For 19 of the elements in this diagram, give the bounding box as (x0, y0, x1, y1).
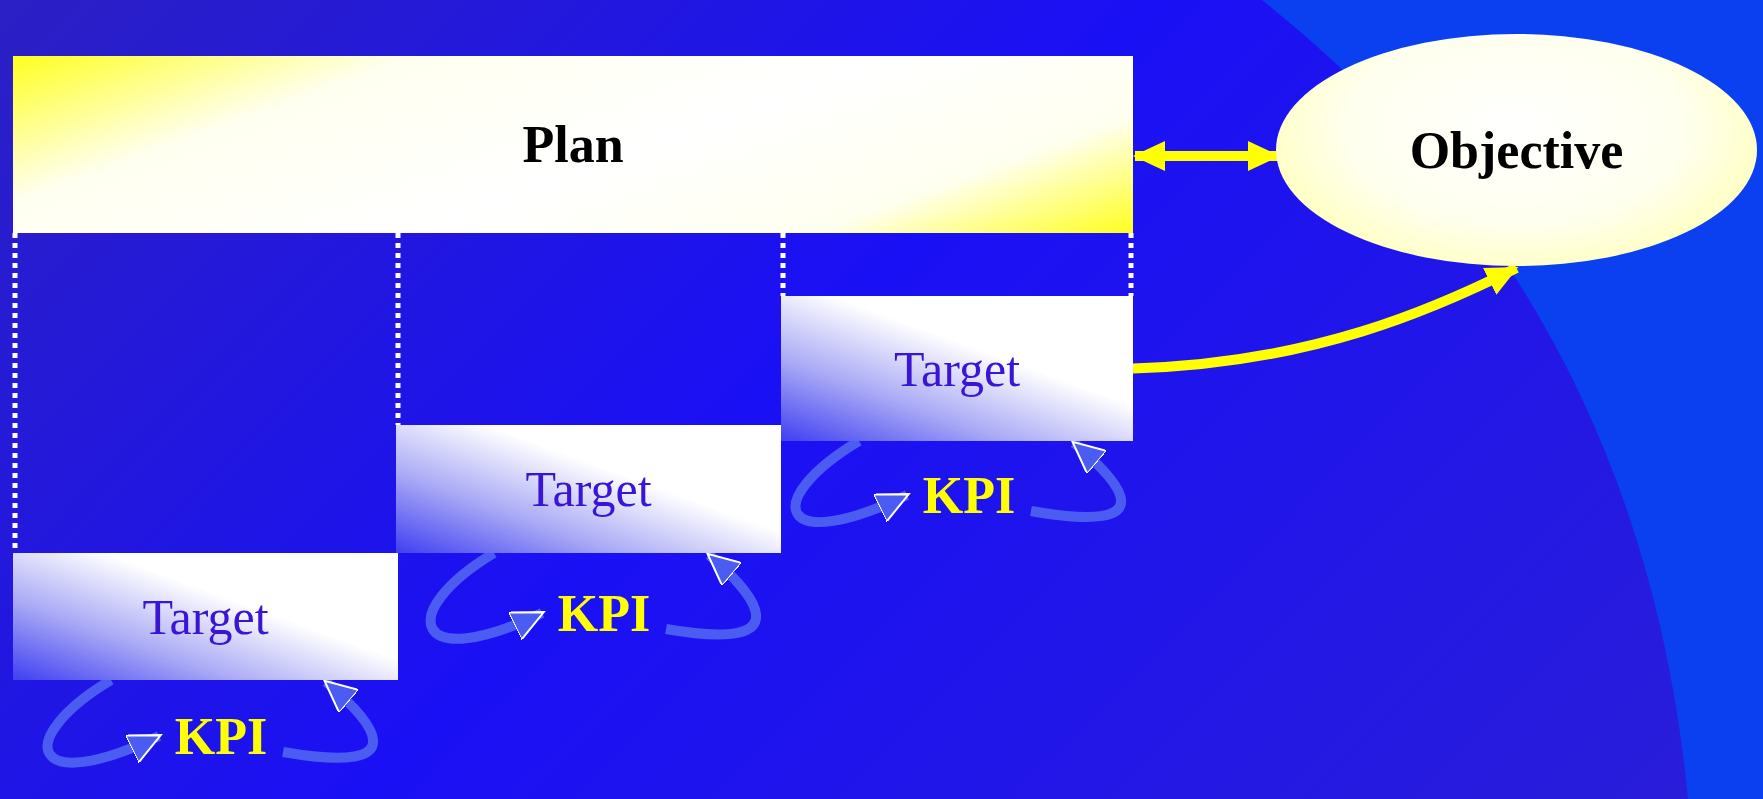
target-label: Target (142, 587, 269, 646)
kpi-label: KPI (174, 706, 268, 766)
dotted-line (780, 233, 786, 296)
plan-label: Plan (522, 115, 624, 174)
dotted-line (395, 233, 401, 425)
plan-box (13, 56, 1133, 233)
kpi-label: KPI (557, 583, 651, 643)
arrow (1132, 263, 1519, 374)
dotted-line (1128, 233, 1134, 296)
target-label: Target (893, 339, 1021, 398)
kpi-label: KPI (922, 465, 1016, 525)
arrow (665, 551, 761, 640)
target-label: Target (525, 460, 652, 518)
target-box (13, 553, 398, 680)
target-box (781, 296, 1133, 441)
arrow (282, 678, 378, 763)
objective-label: Objective (1409, 120, 1624, 180)
target-box (396, 425, 781, 553)
arrow (1030, 439, 1126, 522)
